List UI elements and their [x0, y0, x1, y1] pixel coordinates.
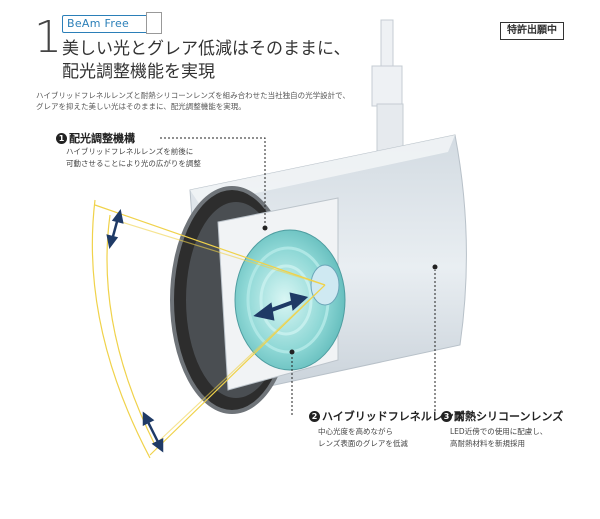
feature-1-desc-1: ハイブリッドフレネルレンズを前後に — [66, 147, 194, 156]
feature-3-desc-2: 高耐熱材料を新規採用 — [450, 439, 525, 448]
badge-label: BeAm Free — [67, 17, 130, 30]
patent-mark-icon — [146, 12, 162, 34]
feature-1-desc-2: 可動させることにより光の広がりを調整 — [66, 159, 201, 168]
patent-pending-label: 特許出願中 — [500, 22, 564, 40]
arrow-up-down-icon — [106, 209, 124, 249]
light-beams — [91, 199, 326, 459]
intro-line-2: グレアを抑えた美しい光はそのままに、配光調整機能を実現。 — [36, 102, 246, 111]
feature-1-title: 1 配光調整機構 — [56, 132, 135, 145]
feature-3-desc-1: LED近傍での使用に配慮し、 — [450, 427, 548, 436]
feature-2-title: 2 ハイブリッドフレネルレンズ — [309, 410, 465, 423]
arrow-up-down-icon — [142, 411, 164, 453]
headline-line-2: 配光調整機能を実現 — [62, 62, 215, 82]
feature-3-title: 3 耐熱シリコーンレンズ — [441, 410, 563, 423]
section-number: 1 — [34, 12, 62, 63]
headline-line-1: 美しい光とグレア低減はそのままに、 — [62, 39, 351, 59]
callout-leaders — [160, 137, 436, 415]
intro-line-1: ハイブリッドフレネルレンズと耐熱シリコーンレンズを組み合わせた当社独自の光学設計… — [36, 91, 350, 100]
feature-2-desc-2: レンズ表面のグレアを低減 — [318, 439, 408, 448]
feature-2-desc-1: 中心光度を高めながら — [318, 427, 393, 436]
arrow-left-right-icon — [253, 292, 309, 321]
